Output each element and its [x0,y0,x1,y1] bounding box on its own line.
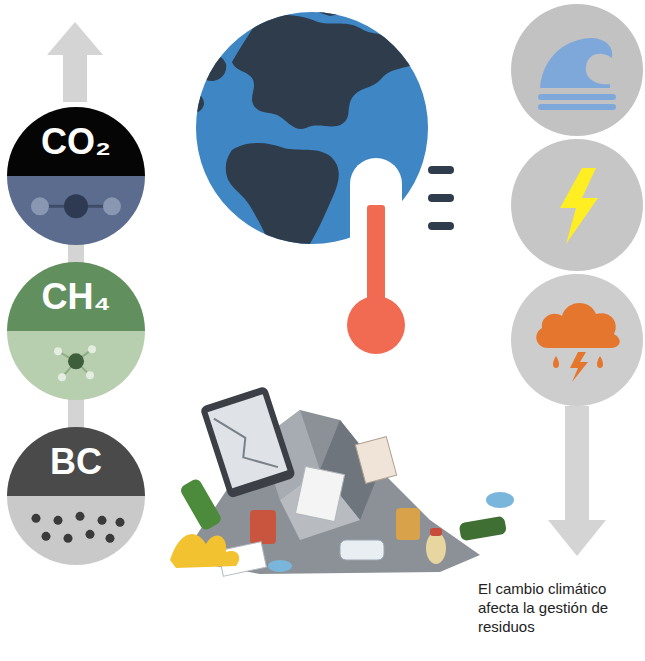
circle-heading: CO₂ [7,107,145,176]
thermometer [334,158,454,367]
wave-icon [538,38,616,110]
particle-icon [31,194,121,218]
up-arrow [47,22,103,102]
circle-heading: CH₄ [7,262,145,331]
link-bar [68,398,84,429]
lightning-icon [560,168,598,244]
caption: El cambio climático afecta la gestión de… [478,580,636,636]
gas-label: BC [50,444,102,480]
gas-circle: BC [7,427,145,565]
gas-label: CH₄ [41,279,110,315]
circle-heading: BC [7,427,145,496]
climate-impacts [511,4,643,406]
particle-icon [54,345,96,381]
gas-label: CO₂ [41,124,111,160]
down-arrow [548,406,606,556]
gas-circle: CO₂ [7,107,145,245]
gas-circle: CH₄ [7,262,145,400]
link-bar [68,243,84,264]
storm-icon [536,303,619,382]
waste-pile [170,386,514,576]
particle-icon [32,512,125,543]
